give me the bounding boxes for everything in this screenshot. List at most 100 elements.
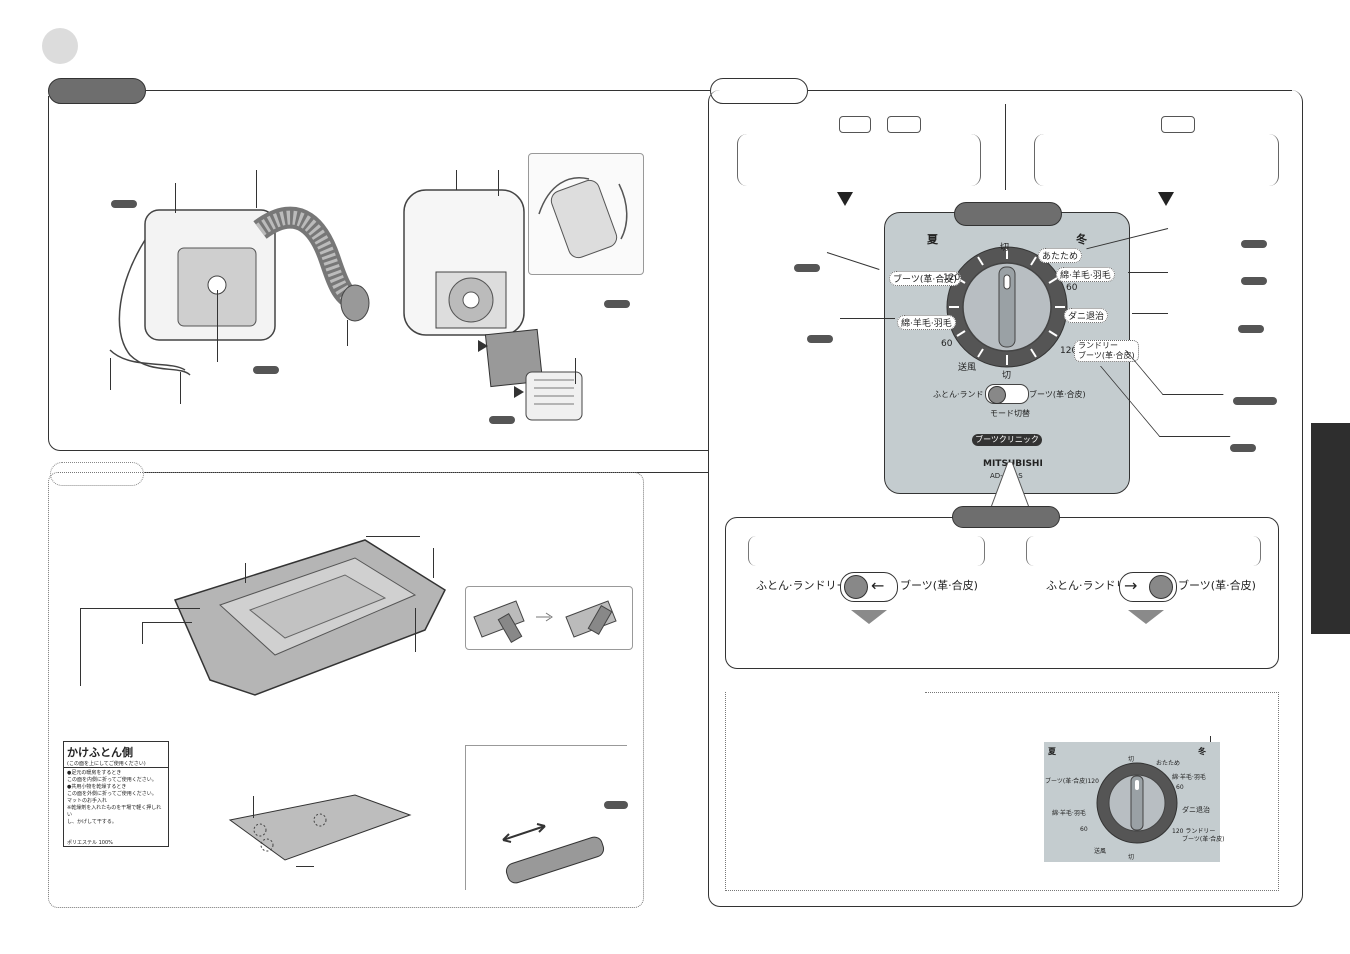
product-logo: ブーツクリニック: [972, 434, 1042, 446]
clip-inset: [465, 586, 633, 650]
mini-sixty-left: 60: [1080, 826, 1088, 833]
leader-line: [217, 290, 218, 362]
tag-line: ●共用小物を乾燥するとき: [67, 784, 127, 790]
mat-illustration: [173, 539, 446, 696]
mode-mites-label: ダニ退治: [1064, 308, 1109, 323]
mini-laundry-2: ブーツ(革·合皮): [1182, 836, 1225, 843]
mini-wool-left: 綿·羊毛·羽毛: [1052, 810, 1086, 817]
note-box: [725, 692, 1279, 891]
mini-boots: ブーツ(革·合皮)120: [1045, 778, 1099, 785]
bracket-left: [1034, 134, 1045, 186]
dial-label-tab: [954, 202, 1062, 226]
leader-line: [296, 866, 314, 867]
tag-subtitle: (この面を上にしてご使用ください): [64, 760, 168, 768]
parts-section-tab: [48, 78, 146, 104]
tag-line: ※乾燥剤を入れたものを干場で軽く押しれい: [67, 805, 162, 818]
mini-laundry: 120 ランドリー: [1172, 828, 1216, 835]
switch-label-tab: [952, 506, 1060, 528]
mini-dial-panel: 夏 冬 切 おたため ブーツ(革·合皮)120 綿·羊毛·羽毛 60 綿·羊毛·…: [1044, 742, 1224, 862]
num-60-left: 60: [941, 339, 953, 349]
mode-wool-right-label: 綿·羊毛·羽毛: [1056, 267, 1115, 282]
bracket-right: [1252, 536, 1261, 566]
tag-material: ポリエステル 100%: [67, 840, 113, 846]
leader-line: [575, 358, 576, 384]
num-60-right: 60: [1066, 283, 1078, 293]
switch-knob: [988, 386, 1006, 404]
leader-line: [347, 320, 348, 346]
mini-dial: [1096, 762, 1178, 844]
leader-line: [498, 170, 499, 196]
callout-badge: [1241, 240, 1267, 248]
down-arrow-icon: [851, 610, 887, 624]
leader-line: [415, 608, 416, 652]
leader-line: [1132, 313, 1168, 314]
tag-line: マットのお手入れ: [67, 798, 108, 804]
callout-badge: [253, 366, 279, 374]
mode-boots-label: ブーツ(革·合皮): [889, 271, 961, 286]
callout-badge: [489, 416, 515, 424]
leader-line: [253, 796, 254, 818]
control-section-tab: [710, 78, 808, 104]
zoom-wedge: [990, 462, 1030, 510]
dial-off-top: 切: [1000, 243, 1010, 253]
leader-line: [1005, 104, 1006, 190]
leader-line: [366, 536, 420, 537]
leader-line: [245, 563, 246, 583]
mini-off-bottom: 切: [1128, 854, 1135, 861]
mode-switch[interactable]: [985, 384, 1029, 404]
page-number-circle: [42, 28, 78, 64]
mode-laundry-label: ランドリー ブーツ(革·合皮): [1074, 340, 1139, 362]
callout-badge: [807, 335, 833, 343]
nozzle-inset-rule: [465, 745, 627, 746]
leader-line: [840, 318, 895, 319]
callout-badge: [1241, 277, 1267, 285]
nozzle-inset-rule: [465, 745, 466, 890]
example-a-right-label: ブーツ(革·合皮): [900, 579, 978, 592]
example-a-left-label: ふとん·ランドリー: [756, 579, 848, 592]
leader-line: [1128, 272, 1168, 273]
switch-right-label: ブーツ(革·合皮): [1029, 390, 1086, 399]
callout-badge: [794, 264, 820, 272]
example-b-switch: →: [1119, 572, 1177, 602]
mode-switch-panel: [725, 517, 1279, 669]
leader-line: [433, 548, 434, 578]
bracket-right: [976, 536, 985, 566]
switch-caption: モード切替: [990, 409, 1030, 418]
leader-line: [180, 372, 181, 404]
callout-badge: [604, 801, 628, 809]
parts-section-rule: [146, 90, 710, 91]
mode-button-icon: [839, 116, 871, 133]
mini-fan: 送風: [1094, 848, 1107, 855]
mode-button-icon: [887, 116, 921, 133]
switch-knob: [844, 575, 868, 599]
mini-winter: 冬: [1198, 747, 1206, 756]
mini-atatame: おたため: [1156, 760, 1181, 767]
bracket-left: [737, 134, 748, 186]
control-panel: [708, 90, 1303, 907]
down-arrow-icon: [837, 192, 853, 206]
bracket-right: [1268, 134, 1279, 186]
callout-badge: [604, 300, 630, 308]
mode-wool-left-label: 綿·羊毛·羽毛: [897, 315, 956, 330]
callout-badge: [1233, 397, 1277, 405]
tag-line: ●足元の暖房をするとき: [67, 770, 122, 776]
mode-dial[interactable]: [945, 245, 1069, 369]
leader-line: [256, 170, 257, 208]
bracket-right: [970, 134, 981, 186]
mini-summer: 夏: [1048, 747, 1056, 756]
bracket-left: [748, 536, 757, 566]
switch-knob: [1149, 575, 1173, 599]
leader-line: [175, 183, 176, 213]
dial-off-bottom: 切: [1002, 371, 1012, 381]
leader-line: [80, 608, 81, 686]
leader-line: [110, 358, 111, 390]
unit-back-illustration: [403, 189, 583, 421]
mini-off-top: 切: [1128, 756, 1135, 763]
mode-laundry-line1: ランドリー: [1078, 341, 1118, 350]
nozzle-illustration: [502, 823, 605, 884]
example-a-switch: ←: [840, 572, 898, 602]
mode-atatame-label: あたため: [1038, 248, 1083, 263]
mini-mites: ダニ退治: [1182, 806, 1210, 814]
leader-line: [142, 622, 143, 644]
main-unit-illustration: [109, 206, 370, 376]
